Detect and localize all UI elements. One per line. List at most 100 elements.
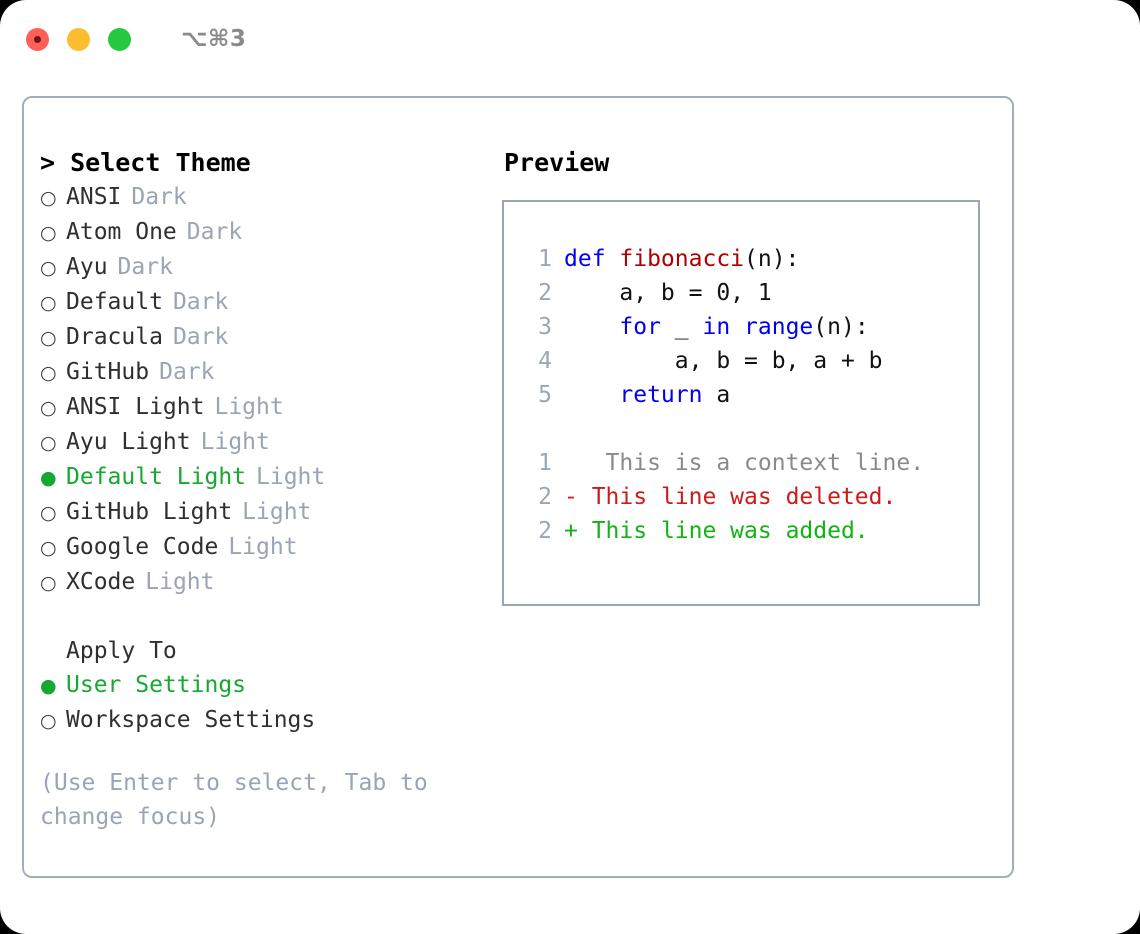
theme-option-label: Ayu (66, 254, 108, 280)
theme-option-variant: Dark (186, 219, 243, 245)
code-token: (n): (744, 246, 800, 272)
theme-option-label: Google Code (66, 534, 219, 560)
diff-text: This line was deleted. (577, 484, 897, 510)
theme-option-label: Default Light (66, 464, 247, 490)
apply-to-list: ● User Settings ○ Workspace Settings (40, 668, 494, 738)
preview-heading: Preview (504, 148, 610, 177)
code-token: return (619, 382, 703, 408)
radio-unselected-icon: ○ (40, 572, 57, 594)
radio-unselected-icon: ○ (40, 327, 57, 349)
theme-option-default-light[interactable]: ● Default Light Light (40, 460, 494, 495)
radio-unselected-icon: ○ (40, 257, 57, 279)
line-number: 4 (538, 348, 552, 374)
line-number: 2 (538, 280, 552, 306)
diff-sample: 1 This is a context line.2- This line wa… (518, 446, 978, 548)
diff-line-del: 2- This line was deleted. (518, 480, 978, 514)
apply-to-heading: Apply To (66, 638, 177, 664)
theme-option-label: XCode (66, 569, 136, 595)
theme-option-google-code[interactable]: ○ Google Code Light (40, 530, 494, 565)
code-token (564, 310, 619, 344)
theme-option-label: ANSI (66, 184, 122, 210)
theme-option-variant: Dark (131, 184, 187, 210)
theme-option-dracula[interactable]: ○ Dracula Dark (40, 320, 494, 355)
traffic-light-buttons (26, 27, 131, 51)
diff-text: This line was added. (577, 518, 869, 544)
theme-option-ansi[interactable]: ○ ANSI Dark (40, 180, 494, 215)
radio-unselected-icon: ○ (40, 397, 57, 419)
radio-unselected-icon: ○ (40, 537, 57, 559)
theme-option-ayu[interactable]: ○ Ayu Dark (40, 250, 494, 285)
apply-to-option-user-settings[interactable]: ● User Settings (40, 668, 494, 703)
diff-marker: + (564, 518, 578, 544)
theme-option-variant: Light (214, 394, 284, 420)
code-line: 2 a, b = 0, 1 (518, 276, 978, 310)
code-line: 1 def fibonacci(n): (518, 242, 978, 276)
code-token: fibonacci (619, 246, 745, 272)
code-token: in (702, 314, 731, 340)
apply-to-option-label: User Settings (66, 672, 247, 698)
theme-option-label: GitHub Light (66, 499, 233, 525)
minimize-button-icon[interactable] (67, 27, 90, 51)
code-token: a, b = 0, 1 (564, 280, 772, 306)
radio-selected-icon: ● (40, 675, 57, 697)
theme-option-atom-one[interactable]: ○ Atom One Dark (40, 215, 494, 250)
diff-line-ctx: 1 This is a context line. (518, 446, 978, 480)
zoom-button-icon[interactable] (108, 27, 131, 51)
code-token: a, b = b, a + b (564, 348, 883, 374)
close-button-icon[interactable] (26, 27, 49, 51)
theme-option-label: Ayu Light (66, 429, 191, 455)
line-number: 2 (538, 484, 552, 510)
theme-option-label: GitHub (66, 359, 150, 385)
theme-option-label: ANSI Light (66, 394, 205, 420)
radio-unselected-icon: ○ (40, 502, 57, 524)
theme-option-label: Default (66, 289, 163, 315)
code-token: for (619, 314, 661, 340)
line-number: 3 (538, 314, 552, 340)
line-number: 1 (538, 450, 552, 476)
diff-text: This is a context line. (577, 450, 925, 476)
theme-option-variant: Light (228, 534, 298, 560)
title-bar: ⌥⌘3 (0, 0, 1140, 78)
radio-unselected-icon: ○ (40, 222, 57, 244)
radio-selected-icon: ● (40, 467, 57, 489)
theme-option-variant: Light (256, 464, 326, 490)
theme-option-label: Dracula (66, 324, 163, 350)
theme-option-variant: Dark (117, 254, 173, 280)
code-token: (n): (813, 314, 869, 340)
radio-unselected-icon: ○ (40, 187, 57, 209)
theme-option-ansi-light[interactable]: ○ ANSI Light Light (40, 390, 494, 425)
theme-option-variant: Light (145, 569, 215, 595)
theme-option-variant: Light (200, 429, 270, 455)
radio-unselected-icon: ○ (40, 292, 57, 314)
code-line: 5 return a (518, 378, 978, 412)
diff-marker (564, 446, 578, 480)
theme-option-label: Atom One (66, 219, 177, 245)
radio-unselected-icon: ○ (40, 710, 57, 732)
code-line: 4 a, b = b, a + b (518, 344, 978, 378)
line-number: 5 (538, 382, 552, 408)
code-token: _ (660, 314, 703, 340)
diff-line-add: 2+ This line was added. (518, 514, 978, 548)
list-spacer (40, 600, 494, 634)
theme-option-variant: Dark (172, 324, 229, 350)
code-diff-spacer (518, 412, 978, 446)
theme-option-xcode[interactable]: ○ XCode Light (40, 565, 494, 600)
apply-to-option-workspace-settings[interactable]: ○ Workspace Settings (40, 703, 494, 738)
code-token (564, 378, 619, 412)
code-token: def (564, 246, 620, 272)
diff-marker: - (564, 484, 578, 510)
code-token (730, 310, 744, 344)
apply-to-option-label: Workspace Settings (66, 707, 316, 733)
line-number: 1 (538, 246, 552, 272)
